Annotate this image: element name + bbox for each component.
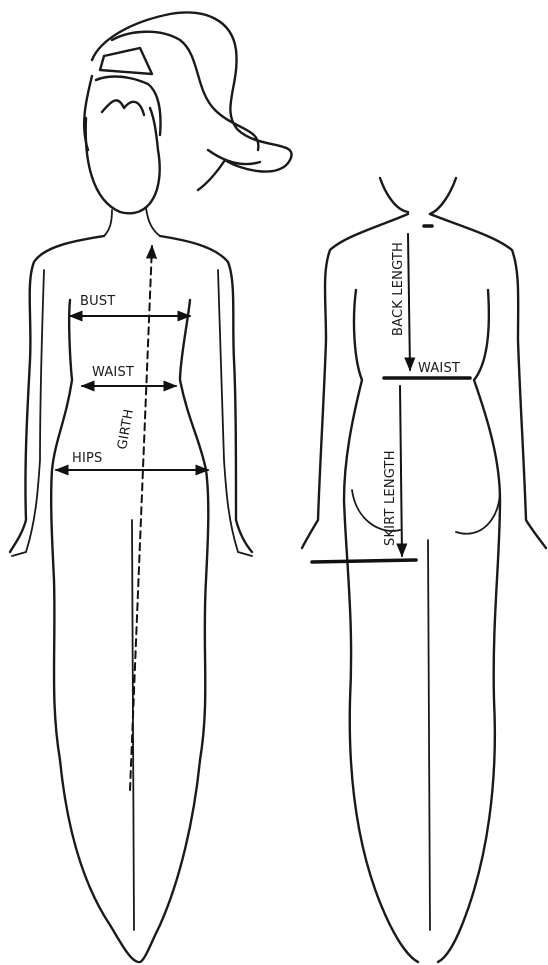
back-body-right (430, 214, 546, 962)
girth-label: GIRTH (115, 408, 137, 451)
back-figure: - BACK LENGTH WAIST SKIRT LENGTH (302, 178, 546, 962)
hair-strand-2 (208, 150, 260, 164)
front-body-right (140, 236, 252, 962)
back-inner-leg (428, 540, 430, 930)
front-figure: BUST WAIST HIPS GIRTH (10, 13, 292, 963)
back-length-label: BACK LENGTH (391, 242, 406, 336)
hair-clip (100, 48, 152, 74)
back-waist-label: WAIST (418, 361, 460, 376)
bust-label: BUST (80, 294, 115, 309)
hips-label: HIPS (72, 451, 103, 466)
front-head (86, 108, 160, 213)
waist-label: WAIST (92, 365, 134, 380)
front-body-left (10, 236, 138, 962)
back-neck (380, 178, 456, 214)
hair-bangs (84, 76, 160, 150)
skirt-length-label: SKIRT LENGTH (383, 450, 398, 546)
skirt-hem-line (312, 560, 416, 562)
hair-ponytail (92, 13, 292, 191)
back-seat-curve (352, 490, 500, 534)
back-length-measure-line (408, 234, 410, 370)
